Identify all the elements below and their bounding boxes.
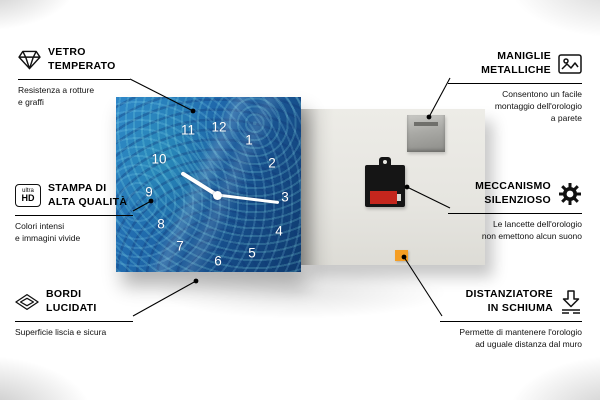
clock-number: 12 — [211, 119, 227, 135]
battery — [370, 191, 401, 204]
clock-number: 8 — [157, 216, 165, 232]
callout-description: Permette di mantenere l'orologio ad ugua… — [459, 326, 582, 349]
minute-hand — [216, 193, 279, 205]
clock-number: 1 — [245, 132, 253, 148]
callout-polished-edges: BORDI LUCIDATI Superficie liscia e sicur… — [15, 288, 133, 339]
callout-tempered-glass: VETRO TEMPERATO Resistenza a rotture e g… — [18, 46, 130, 109]
callout-print-quality: ultra HD STAMPA DI ALTA QUALITÀ Colori i… — [15, 182, 133, 245]
callout-silent-mechanism: MECCANISMO SILENZIOSO Le lancette dell'o… — [448, 180, 582, 243]
clock-number: 10 — [151, 151, 167, 167]
clock-number: 5 — [248, 245, 256, 261]
callout-description: Resistenza a rotture e graffi — [18, 84, 95, 107]
callout-rule — [18, 78, 130, 80]
hd-label: HD — [21, 193, 35, 204]
clock-front-panel: 12 1 2 3 4 5 6 7 8 9 10 11 — [116, 97, 301, 272]
callout-rule — [448, 212, 582, 214]
callout-title: BORDI LUCIDATI — [46, 288, 97, 314]
callout-description: Superficie liscia e sicura — [15, 326, 107, 337]
clock-back-panel — [301, 109, 485, 265]
clock-number: 11 — [180, 122, 196, 138]
polished-edge-icon — [15, 293, 39, 311]
callout-rule — [448, 82, 582, 84]
clock-center-cap — [213, 191, 222, 200]
clock-number: 7 — [176, 238, 184, 254]
callout-title: VETRO TEMPERATO — [48, 46, 116, 72]
picture-frame-icon — [558, 54, 582, 74]
clock-number: 9 — [145, 184, 153, 200]
diamond-icon — [18, 50, 41, 70]
down-arrow-icon — [560, 290, 582, 314]
callout-metal-handles: MANIGLIE METALLICHE Consentono un facile… — [448, 50, 582, 124]
callout-title: MANIGLIE METALLICHE — [481, 50, 551, 76]
callout-rule — [440, 320, 582, 322]
mechanism-hanger — [379, 157, 391, 166]
callout-description: Consentono un facile montaggio dell'orol… — [494, 88, 582, 123]
callout-title: DISTANZIATORE IN SCHIUMA — [465, 288, 553, 314]
callout-rule — [15, 320, 133, 322]
clock-number: 6 — [214, 253, 222, 269]
callout-title: STAMPA DI ALTA QUALITÀ — [48, 182, 128, 208]
callout-foam-spacer: DISTANZIATORE IN SCHIUMA Permette di man… — [440, 288, 582, 351]
clock-mechanism — [365, 157, 405, 207]
gear-icon — [558, 182, 582, 206]
clock-number: 3 — [281, 189, 289, 205]
callout-description: Colori intensi e immagini vivide — [15, 220, 81, 243]
callout-title: MECCANISMO SILENZIOSO — [475, 180, 551, 206]
ultra-hd-label: ultra — [22, 188, 34, 195]
ultra-hd-icon: ultra HD — [15, 184, 41, 208]
clock-number: 4 — [275, 223, 283, 239]
callout-rule — [15, 214, 133, 216]
callout-description: Le lancette dell'orologio non emettono a… — [481, 218, 582, 241]
foam-spacer — [395, 250, 408, 261]
metal-mounting-bracket — [407, 115, 445, 152]
clock-number: 2 — [268, 155, 276, 171]
